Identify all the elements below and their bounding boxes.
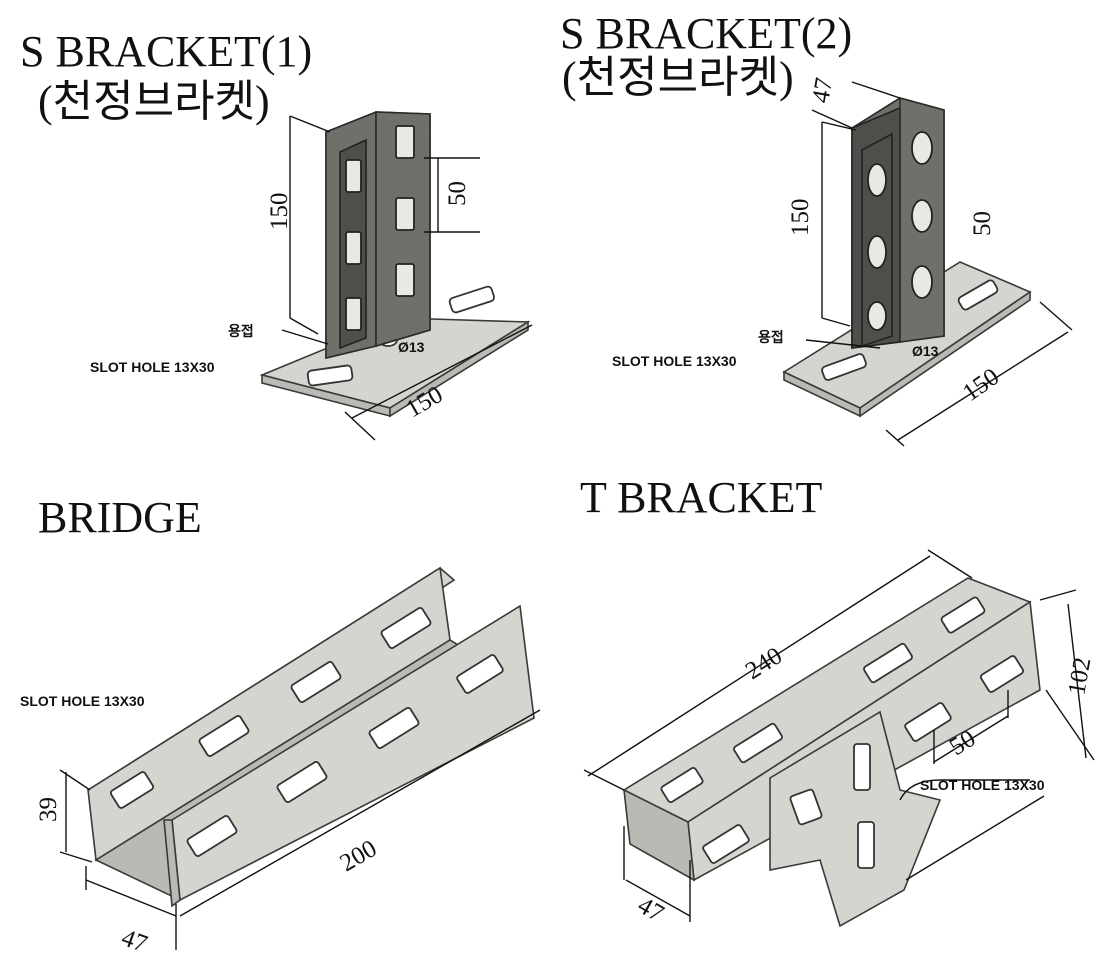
dim-height-label: 102: [1063, 655, 1096, 697]
slot-hole-leader: [899, 779, 1030, 801]
weld-label: 용접: [758, 329, 784, 345]
t-bracket-panel: T BRACKET 240: [580, 473, 1096, 928]
slot-hole: [276, 761, 328, 803]
dim-width-label: 47: [118, 924, 151, 957]
hole-diameter-label: Ø13: [912, 343, 939, 359]
slot-hole: [940, 596, 986, 634]
base-slot-hole-left: [306, 364, 354, 387]
channel-slot-hole: [395, 197, 415, 231]
slot-hole-label: SLOT HOLE 13X30: [920, 777, 1045, 793]
s-bracket-1-subtitle: (천정브라켓): [38, 77, 270, 126]
slot-hole: [733, 722, 783, 764]
dim-height-label: 150: [787, 199, 814, 237]
slot-hole: [380, 607, 432, 649]
dim-length-label: 200: [336, 835, 382, 877]
bridge-illustration: [86, 566, 535, 908]
slot-hole: [198, 715, 250, 757]
dim-width-label: 47: [807, 76, 838, 105]
t-bracket-title: T BRACKET: [580, 473, 823, 522]
channel-slot-hole: [395, 125, 415, 159]
channel-slot-hole: [345, 159, 362, 193]
base-slot-hole-right: [957, 279, 999, 311]
bridge-title: BRIDGE: [38, 493, 202, 542]
dim-pitch-label: 50: [444, 181, 471, 206]
channel-round-slot: [867, 163, 887, 197]
slot-hole: [368, 707, 420, 749]
weld-label: 용접: [228, 323, 254, 339]
dim-width-label: 47: [633, 892, 668, 928]
slot-hole: [290, 661, 342, 703]
channel-slot-hole: [395, 263, 415, 297]
slot-hole-label: SLOT HOLE 13X30: [90, 359, 215, 375]
slot-hole: [660, 767, 704, 803]
slot-hole: [857, 821, 875, 869]
s-bracket-1-panel: S BRACKET(1) (천정브라켓) Ø13: [20, 27, 533, 441]
slot-hole-label: SLOT HOLE 13X30: [612, 353, 737, 369]
dim-length-label: 240: [741, 642, 787, 685]
dim-base-label: 150: [958, 363, 1004, 407]
s-bracket-2-title: S BRACKET(2): [560, 9, 852, 58]
slot-hole: [904, 702, 952, 742]
slot-hole: [186, 815, 238, 857]
dim-height-label: 150: [266, 193, 293, 231]
slot-hole: [863, 642, 913, 684]
slot-hole-label: SLOT HOLE 13X30: [20, 693, 145, 709]
s-bracket-1-title: S BRACKET(1): [20, 27, 312, 76]
slot-hole: [456, 654, 504, 694]
channel-end: [623, 788, 695, 882]
front-wall-edge: [163, 819, 181, 908]
channel-round-slot: [911, 265, 933, 299]
slot-hole: [853, 743, 871, 791]
dim-height-label: 39: [35, 797, 62, 822]
slot-hole: [702, 824, 750, 864]
base-slot-hole-left: [821, 353, 867, 381]
channel-round-slot: [911, 131, 933, 165]
slot-hole: [979, 655, 1025, 693]
base-slot-hole-right: [448, 285, 495, 314]
s-bracket-2-subtitle: (천정브라켓): [562, 53, 794, 102]
bridge-panel: BRIDGE SLOT HOLE 13X30 39: [20, 493, 541, 957]
channel-slot-hole: [345, 231, 362, 265]
hole-diameter-label: Ø13: [398, 339, 425, 355]
channel-round-slot: [911, 199, 933, 233]
dim-pitch-label: 50: [969, 211, 996, 236]
s-bracket-2-illustration: Ø13: [782, 96, 1032, 418]
s-bracket-2-panel: S BRACKET(2) (천정브라켓) Ø13 47: [560, 9, 1073, 447]
slot-hole: [789, 788, 823, 826]
channel-round-slot: [867, 301, 887, 331]
t-bracket-illustration: [622, 577, 1041, 928]
channel-round-slot: [867, 235, 887, 269]
base-plate-edge-right: [859, 290, 1031, 418]
channel-slot-hole: [345, 297, 362, 331]
t-plate: [769, 710, 942, 928]
s-bracket-1-illustration: Ø13: [259, 110, 531, 418]
slot-hole: [109, 771, 155, 809]
